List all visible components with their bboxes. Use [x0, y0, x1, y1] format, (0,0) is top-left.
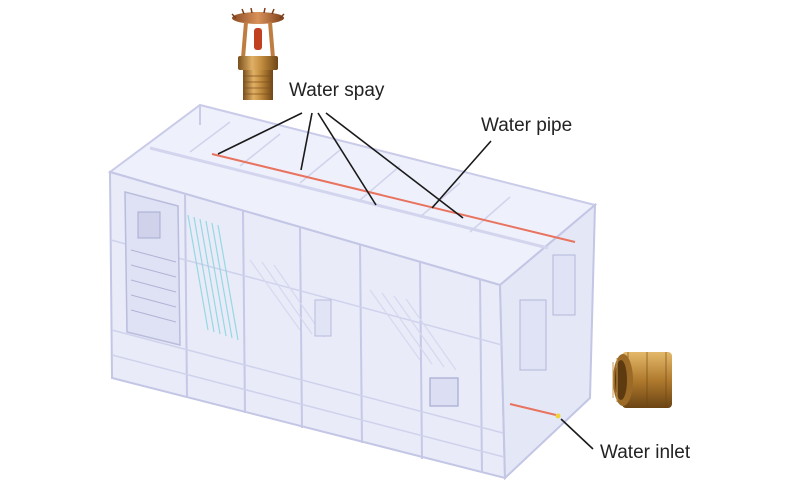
leader-spray-3: [317, 112, 377, 206]
battery-modules: [187, 214, 239, 341]
inlet-pipe: [509, 403, 557, 416]
leader-inlet: [560, 418, 594, 450]
leader-spray-4: [325, 112, 464, 219]
container: [107, 103, 598, 481]
sprinkler-head-icon: [231, 7, 285, 100]
leader-spray-2: [300, 112, 313, 171]
sprinkler-pipe: [211, 153, 576, 243]
control-cabinet: [124, 191, 181, 346]
water-spray-label: Water spay: [289, 80, 385, 101]
water-pipe-label: Water pipe: [481, 115, 573, 136]
leader-spray-1: [217, 112, 303, 155]
leader-lines: [217, 112, 594, 450]
leader-pipe: [431, 140, 492, 209]
pipe-fitting-icon: [612, 352, 672, 408]
water-inlet-label: Water inlet: [600, 442, 691, 463]
